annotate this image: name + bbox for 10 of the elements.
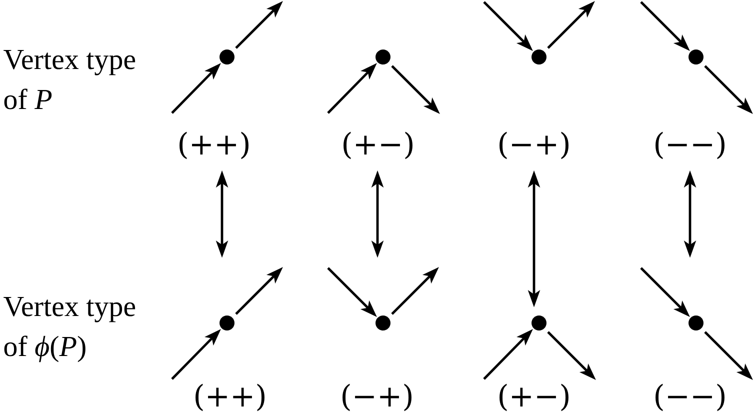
vertex-type-label: (−+)	[500, 132, 568, 160]
vertex-type-label: (−+)	[342, 384, 412, 412]
row-label: Vertex type of P	[4, 50, 136, 110]
vertex-type-label: (++)	[196, 384, 264, 412]
vertex-type-label: (−−)	[656, 384, 724, 412]
vertex-type-label: (+−)	[344, 132, 412, 160]
vertex-type-label: (++)	[180, 132, 248, 160]
row-label: Vertex type of ϕ(P)	[4, 297, 136, 362]
vertex-type-label: (+−)	[500, 384, 568, 412]
vertex-type-label: (−−)	[656, 132, 724, 160]
